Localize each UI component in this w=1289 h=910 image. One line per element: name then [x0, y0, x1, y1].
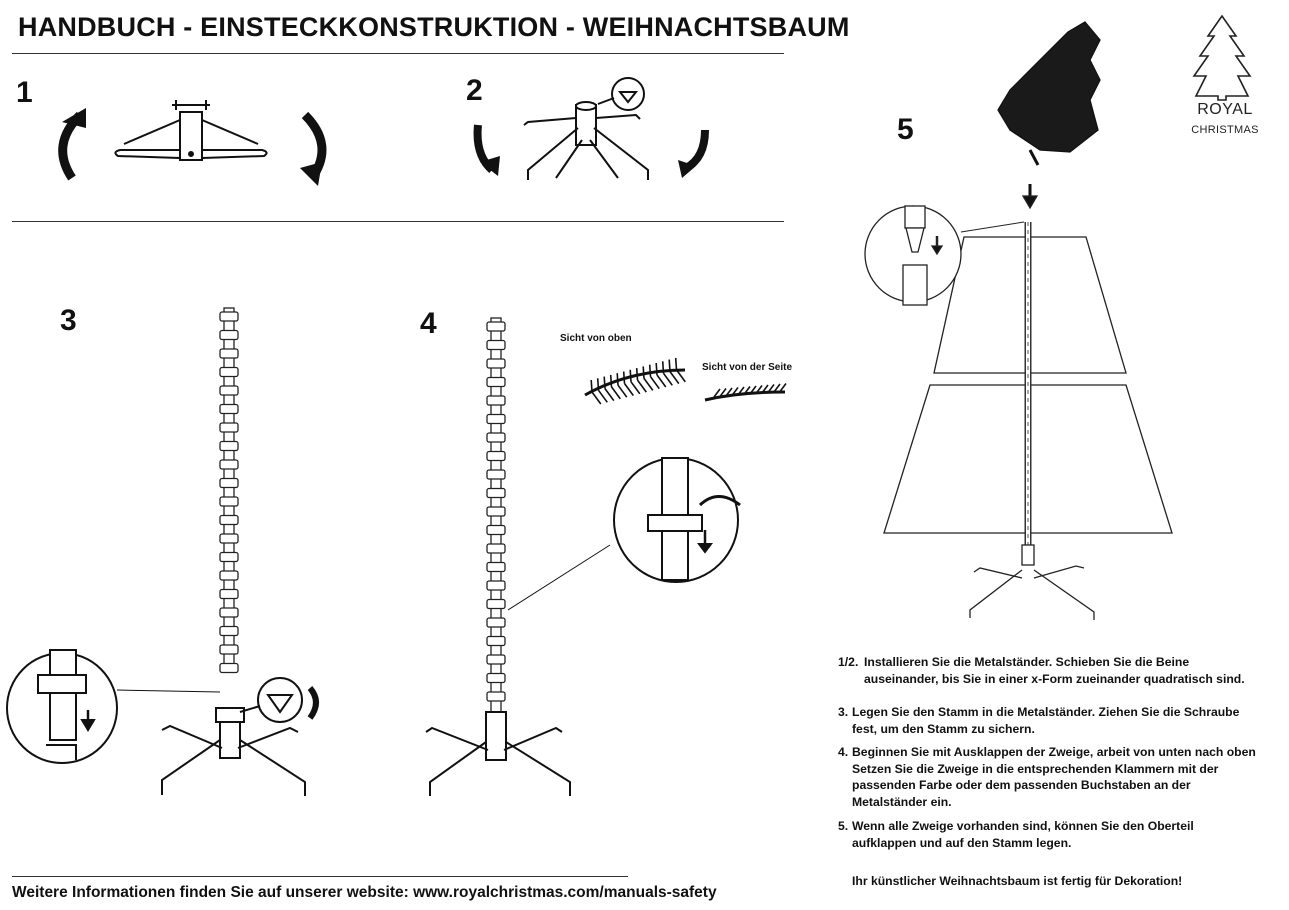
- instruction-5: 5.Wenn alle Zweige vorhanden sind, könne…: [838, 819, 1194, 850]
- step-number-1: 1: [16, 76, 33, 109]
- branch-clamp: [219, 422, 239, 433]
- instruction-4: 4.Beginnen Sie mit Ausklappen der Zweige…: [838, 745, 1256, 809]
- branch-clamp: [486, 543, 506, 554]
- branch-clamp: [219, 588, 239, 600]
- branch-clamp: [486, 561, 506, 573]
- final-note: Ihr künstlicher Weihnachtsbaum ist ferti…: [852, 874, 1183, 888]
- footer-divider: [12, 876, 628, 877]
- branch-clamp: [219, 607, 239, 618]
- branch-clamp: [219, 440, 239, 452]
- branch-clamp: [486, 413, 506, 425]
- branch-clamp: [486, 691, 506, 702]
- branch-clamp: [486, 450, 506, 462]
- branch-clamp: [486, 506, 506, 517]
- branch-clamp: [486, 432, 506, 443]
- branch-clamp: [486, 617, 506, 628]
- branch-clamp: [486, 469, 506, 480]
- branch-clamp: [486, 376, 506, 388]
- logo-line1: ROYAL: [1197, 101, 1253, 118]
- instruction-1-2: 1/2.Installieren Sie die Metalständer. S…: [838, 655, 1245, 686]
- branch-clamp: [219, 662, 239, 674]
- page-title: HANDBUCH - EINSTECKKONSTRUKTION - WEIHNA…: [18, 12, 850, 42]
- branch-clamp: [486, 672, 506, 684]
- section-divider: [12, 221, 784, 222]
- branch-clamp: [486, 339, 506, 351]
- branch-clamp: [219, 625, 239, 637]
- title-divider: [12, 53, 784, 54]
- side-view-label: Sicht von der Seite: [702, 362, 793, 373]
- branch-clamp: [486, 580, 506, 591]
- branch-clamp: [486, 321, 506, 332]
- branch-clamp: [219, 348, 239, 359]
- instruction-3: 3.Legen Sie den Stamm in die Metalstände…: [838, 705, 1240, 736]
- branch-clamp: [219, 311, 239, 322]
- logo-line2: CHRISTMAS: [1191, 124, 1259, 136]
- branch-clamp: [219, 514, 239, 526]
- branch-clamp: [219, 459, 239, 470]
- step-number-2: 2: [466, 74, 483, 107]
- branch-clamp: [219, 385, 239, 396]
- branch-clamp: [219, 477, 239, 489]
- top-view-label: Sicht von oben: [560, 333, 632, 344]
- branch-clamp: [219, 551, 239, 563]
- branch-clamp: [486, 487, 506, 499]
- branch-clamp: [486, 358, 506, 369]
- branch-clamp: [219, 403, 239, 415]
- branch-clamp: [219, 366, 239, 378]
- branch-clamp: [219, 644, 239, 655]
- branch-clamp: [486, 598, 506, 610]
- branch-clamp: [486, 635, 506, 647]
- step-number-3: 3: [60, 304, 77, 337]
- branch-side-view-icon: [704, 390, 786, 402]
- branch-clamp: [219, 533, 239, 544]
- branch-clamp: [219, 496, 239, 507]
- branch-top-view-icon: [584, 368, 686, 397]
- branch-clamp: [219, 570, 239, 581]
- step-number-5: 5: [897, 113, 914, 146]
- branch-clamp: [219, 329, 239, 341]
- branch-clamp: [486, 395, 506, 406]
- branch-clamp: [486, 654, 506, 665]
- step-number-4: 4: [420, 307, 437, 340]
- footer-website-text: Weitere Informationen finden Sie auf uns…: [12, 884, 717, 901]
- branch-clamp: [486, 524, 506, 536]
- tree-top-image: [997, 21, 1101, 153]
